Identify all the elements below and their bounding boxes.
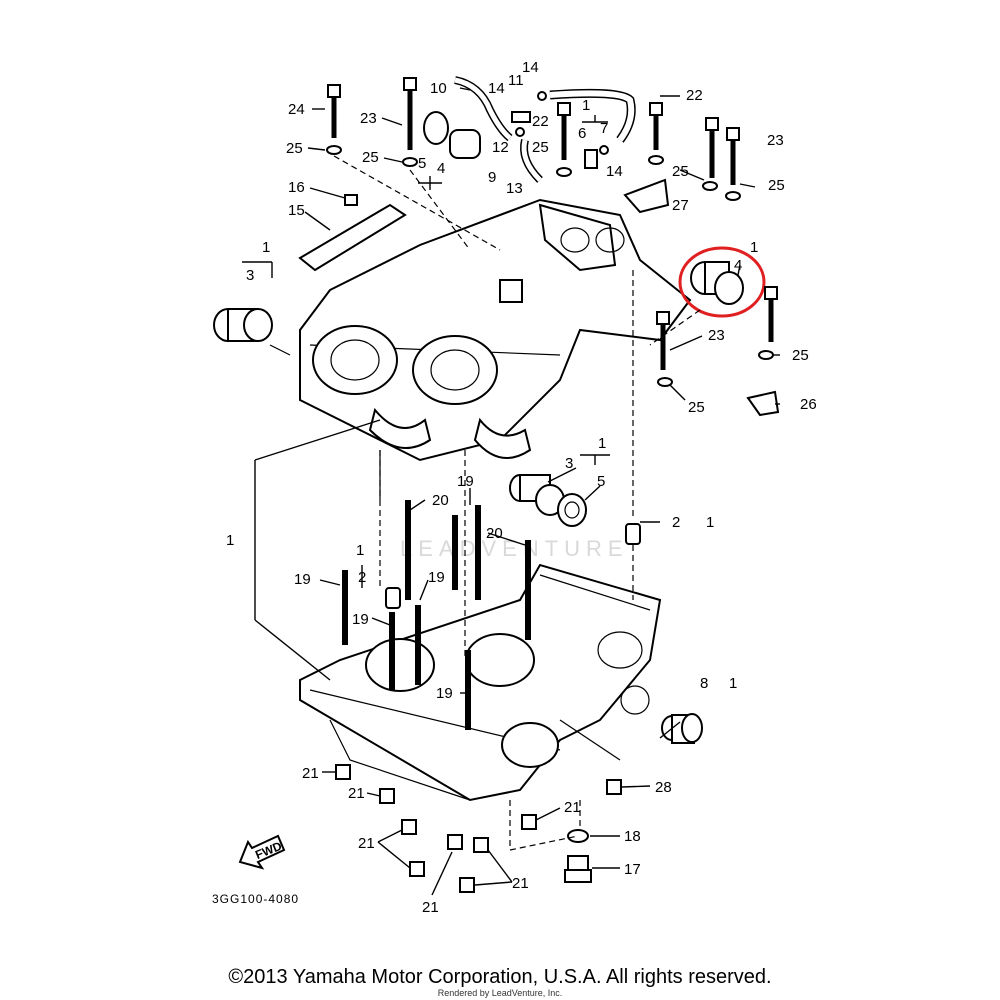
callout-21: 21	[564, 799, 581, 816]
callout-1: 1	[356, 542, 364, 559]
callout-23: 23	[708, 327, 725, 344]
callout-25: 25	[286, 140, 303, 157]
callout-1: 1	[226, 532, 234, 549]
callout-21: 21	[422, 899, 439, 916]
callout-24: 24	[288, 101, 305, 118]
crankshaft-bearing-right-highlighted	[690, 261, 744, 305]
callout-22: 22	[686, 87, 703, 104]
callout-13: 13	[506, 180, 523, 197]
reference-code: 3GG100-4080	[212, 892, 299, 906]
callout-4: 4	[734, 257, 742, 274]
callout-1: 1	[706, 514, 714, 531]
washers	[326, 145, 774, 843]
fwd-arrow-icon: FWD	[238, 834, 286, 870]
callout-28: 28	[655, 779, 672, 796]
callout-9: 9	[488, 169, 496, 186]
fittings	[511, 91, 609, 169]
callout-17: 17	[624, 861, 641, 878]
callout-1: 1	[582, 97, 590, 114]
callout-23: 23	[360, 110, 377, 127]
plate-15	[298, 203, 407, 272]
hose-top-right	[549, 88, 636, 143]
callout-2: 2	[358, 569, 366, 586]
callout-1: 1	[598, 435, 606, 452]
callout-2: 2	[672, 514, 680, 531]
callout-16: 16	[288, 179, 305, 196]
upper-crankcase	[299, 198, 692, 462]
callout-1: 1	[262, 239, 270, 256]
highlight-circle	[678, 246, 766, 318]
callout-25: 25	[362, 149, 379, 166]
callout-19: 19	[294, 571, 311, 588]
clamp-27	[623, 178, 670, 214]
callout-8: 8	[700, 675, 708, 692]
leader-lines	[242, 87, 780, 896]
rendered-by-note: Rendered by LeadVenture, Inc.	[437, 988, 563, 998]
callout-21: 21	[512, 875, 529, 892]
callout-11: 11	[508, 72, 524, 89]
callout-19: 19	[352, 611, 369, 628]
callout-18: 18	[624, 828, 641, 845]
callout-22: 22	[532, 113, 549, 130]
clamp-26	[746, 390, 780, 417]
callout-21: 21	[302, 765, 319, 782]
oil-seal-center	[557, 493, 587, 527]
callout-23: 23	[767, 132, 784, 149]
callout-15: 15	[288, 202, 305, 219]
callout-19: 19	[428, 569, 445, 586]
callout-14: 14	[522, 59, 539, 76]
nuts	[335, 764, 622, 893]
lower-crankcase	[299, 563, 662, 802]
callout-14: 14	[606, 163, 623, 180]
center-bearing	[509, 474, 565, 516]
callout-4: 4	[437, 160, 445, 177]
callout-14: 14	[488, 80, 505, 97]
callout-25: 25	[792, 347, 809, 364]
watermark-text: LEADVENTURE	[400, 536, 629, 561]
callout-5: 5	[418, 155, 426, 172]
callouts: 24 23 10 14 11 14 22 22 1 7 23 25 25 5 4…	[226, 59, 817, 916]
callout-1: 1	[750, 239, 758, 256]
callout-7: 7	[600, 120, 608, 137]
callout-20: 20	[486, 525, 503, 542]
callout-21: 21	[348, 785, 365, 802]
callout-26: 26	[800, 396, 817, 413]
callout-3: 3	[246, 267, 254, 284]
callout-25: 25	[532, 139, 549, 156]
callout-12: 12	[492, 139, 509, 156]
copyright-notice: ©2013 Yamaha Motor Corporation, U.S.A. A…	[228, 966, 772, 988]
hose-12	[520, 139, 543, 183]
callout-10: 10	[430, 80, 447, 97]
callout-21: 21	[358, 835, 375, 852]
bearing-8	[661, 713, 703, 744]
callout-1: 1	[729, 675, 737, 692]
callout-25: 25	[768, 177, 785, 194]
callout-20: 20	[432, 492, 449, 509]
callout-6: 6	[578, 125, 586, 142]
hose-10	[454, 76, 513, 142]
callout-19: 19	[436, 685, 453, 702]
fwd-label: FWD	[253, 839, 284, 862]
callout-25: 25	[688, 399, 705, 416]
callout-3: 3	[565, 455, 573, 472]
callout-19: 19	[457, 473, 474, 490]
alignment-lines	[333, 155, 701, 851]
callout-27: 27	[672, 197, 689, 214]
callout-25: 25	[672, 163, 689, 180]
crankshaft-bearing-left	[213, 308, 291, 356]
drain-plug-17	[564, 855, 592, 883]
seal-top	[423, 111, 481, 159]
callout-5: 5	[597, 473, 605, 490]
